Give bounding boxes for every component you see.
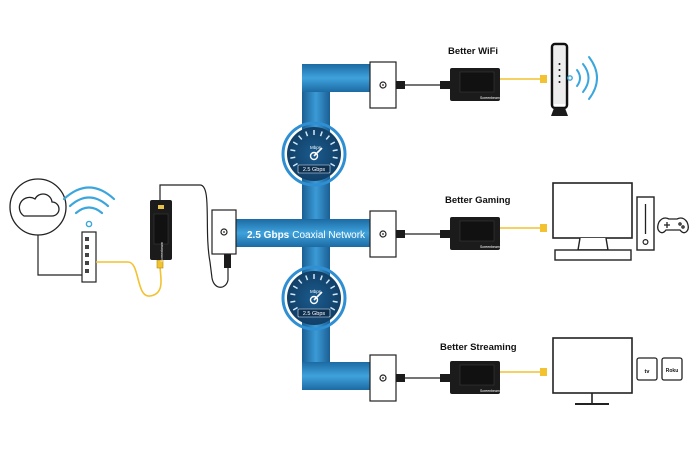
gauge-tick (330, 162, 336, 167)
wall-plate-icon (369, 61, 397, 109)
svg-text:Screenbeam: Screenbeam (480, 245, 500, 249)
moca-adapter-icon: Screenbeam (450, 68, 500, 101)
gauge-tick (292, 306, 298, 311)
roku-box-icon: Roku (661, 357, 683, 381)
gauge-unit: Mbps (310, 145, 322, 150)
gauge-tick (305, 275, 309, 281)
modem-icon (81, 220, 97, 283)
svg-text:tv: tv (645, 369, 651, 375)
gauge-tick (297, 135, 303, 140)
label-better-streaming: Better Streaming (440, 342, 517, 353)
svg-text:Screenbeam: Screenbeam (480, 96, 500, 100)
gauge-tick (290, 156, 296, 159)
branch-wifi: Screenbeam Better WiFi (369, 46, 547, 109)
internet-line (37, 235, 82, 276)
gauge-unit: Mbps (310, 289, 322, 294)
gauge-tick (319, 131, 323, 137)
monitor-icon (552, 337, 633, 405)
gauge-tick (290, 149, 296, 152)
wifi-waves-icon (567, 56, 598, 100)
wifi-waves-icon (62, 186, 116, 215)
pipe-branch-wifi (302, 64, 380, 92)
svg-text:Roku: Roku (666, 368, 679, 374)
branch-streaming: Screenbeam Better Streaming (369, 342, 547, 402)
gauge-tick (332, 149, 338, 152)
svg-text:Screenbeam: Screenbeam (160, 242, 164, 262)
gamepad-icon (657, 217, 689, 234)
apple-tv-icon: tv (636, 357, 658, 381)
speed-gauge-icon: Mbps 2.5 Gbps (281, 121, 347, 187)
gauge-tick (292, 141, 298, 146)
gauge-tick (332, 156, 338, 159)
branch-gaming: Screenbeam Better Gaming (369, 195, 547, 258)
moca-adapter-icon: Screenbeam (150, 200, 172, 262)
gauge-tick (330, 141, 336, 146)
wall-plate-icon (369, 354, 397, 402)
gauge-tick (305, 131, 309, 137)
gauge-tick (330, 306, 336, 311)
gauge-tick (332, 300, 338, 303)
wifi-router-icon (550, 42, 569, 116)
moca-adapter-icon: Screenbeam (450, 217, 500, 250)
label-better-gaming: Better Gaming (445, 195, 511, 206)
gauge-tick (325, 135, 331, 140)
gauge-value: 2.5 Gbps (303, 167, 326, 173)
wall-plate-icon (369, 210, 397, 258)
gauge-tick (330, 285, 336, 290)
cloud-icon (9, 178, 67, 236)
gauge-value: 2.5 Gbps (303, 311, 326, 317)
coax-cable-left (159, 184, 229, 288)
moca-adapter-icon: Screenbeam (450, 361, 500, 394)
monitor-icon (552, 182, 633, 261)
gauge-tick (290, 300, 296, 303)
svg-text:Screenbeam: Screenbeam (480, 389, 500, 393)
gauge-tick (319, 275, 323, 281)
gauge-tick (325, 279, 331, 284)
pipe-branch-gaming (236, 219, 380, 247)
wall-plate-icon (211, 209, 237, 255)
game-console-icon (636, 196, 655, 251)
pipe-branch-streaming (302, 362, 380, 390)
label-better-wifi: Better WiFi (448, 46, 498, 57)
gauge-tick (290, 293, 296, 296)
gauge-tick (332, 293, 338, 296)
gauge-tick (297, 279, 303, 284)
ethernet-cable (96, 261, 162, 297)
gauge-tick (292, 162, 298, 167)
speed-gauge-icon: Mbps 2.5 Gbps (281, 265, 347, 331)
gauge-tick (292, 285, 298, 290)
